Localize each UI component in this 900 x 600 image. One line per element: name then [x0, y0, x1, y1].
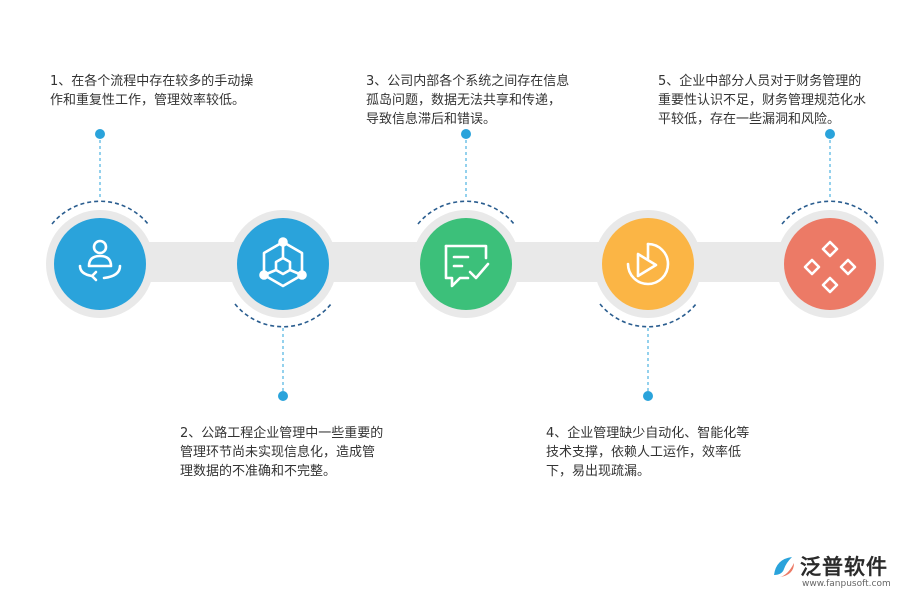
dashed-arcs [51, 200, 879, 328]
brand-url: www.fanpusoft.com [802, 579, 891, 589]
brand-name: 泛普软件 [800, 555, 888, 579]
brand-logo-icon [774, 557, 794, 577]
connector-dot-2 [278, 391, 288, 401]
diamond-grid-icon [803, 240, 857, 294]
play-ring-icon [626, 242, 670, 286]
connector-dot-1 [95, 129, 105, 139]
step-text-3: 3、公司内部各个系统之间存在信息孤岛问题，数据无法共享和传递，导致信息滞后和错误… [366, 74, 570, 127]
step-text-5: 5、企业中部分人员对于财务管理的重要性认识不足，财务管理规范化水平较低，存在一些… [658, 74, 867, 127]
step-circle-3 [420, 218, 512, 310]
step-text-4: 4、企业管理缺少自动化、智能化等技术支撑，依赖人工运作，效率低下，易出现疏漏。 [546, 426, 750, 479]
step-circle-1 [54, 218, 146, 310]
step-circle-5 [784, 218, 876, 310]
person-rotate-icon [78, 239, 122, 282]
step-text-1: 1、在各个流程中存在较多的手动操作和重复性工作，管理效率较低。 [50, 74, 254, 108]
connector-dots [95, 129, 835, 401]
chat-check-icon [444, 244, 490, 288]
step-circle-4 [602, 218, 694, 310]
step-circle-2 [237, 218, 329, 310]
connector-dot-5 [825, 129, 835, 139]
step-text-2: 2、公路工程企业管理中一些重要的管理环节尚未实现信息化，造成管理数据的不准确和不… [180, 426, 384, 479]
connector-dot-4 [643, 391, 653, 401]
brand-logo: 泛普软件 www.fanpusoft.com [770, 551, 895, 596]
hexagon-network-icon [259, 237, 307, 288]
connector-dot-3 [461, 129, 471, 139]
connectors [99, 134, 831, 396]
